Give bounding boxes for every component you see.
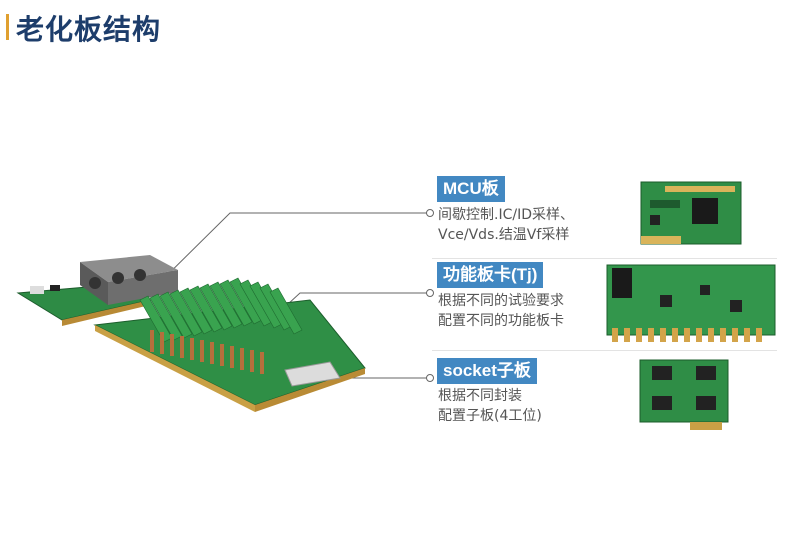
callout-mcu-line-1: 间歇控制.IC/ID采样、	[438, 207, 574, 223]
callout-function-card-line-1: 根据不同的试验要求	[438, 293, 564, 309]
thumbnail-socket-board	[639, 359, 729, 430]
callout-mcu-line-2: Vce/Vds.结温Vf采样	[438, 227, 570, 243]
separator-2	[432, 350, 777, 351]
page-title: 老化板结构	[16, 13, 162, 46]
callout-function-card-line-2: 配置不同的功能板卡	[438, 313, 564, 329]
leader-dot-socket	[426, 374, 434, 382]
callout-mcu-label: MCU板	[437, 176, 505, 202]
leader-dot-mcu	[426, 209, 434, 217]
aging-board-assembly	[16, 255, 366, 412]
title-accent-bar	[6, 14, 9, 40]
leader-dot-function-card	[426, 289, 434, 297]
thumbnail-function-card	[606, 264, 776, 342]
callout-socket-line-2: 配置子板(4工位)	[438, 408, 542, 424]
separator-1	[432, 258, 777, 259]
callout-socket-line-1: 根据不同封装	[438, 388, 522, 404]
callout-function-card-label: 功能板卡(Tj)	[437, 262, 544, 288]
callout-socket-label: socket子板	[437, 358, 537, 384]
thumbnail-mcu-board	[640, 181, 742, 245]
leader-line-mcu	[139, 212, 430, 303]
